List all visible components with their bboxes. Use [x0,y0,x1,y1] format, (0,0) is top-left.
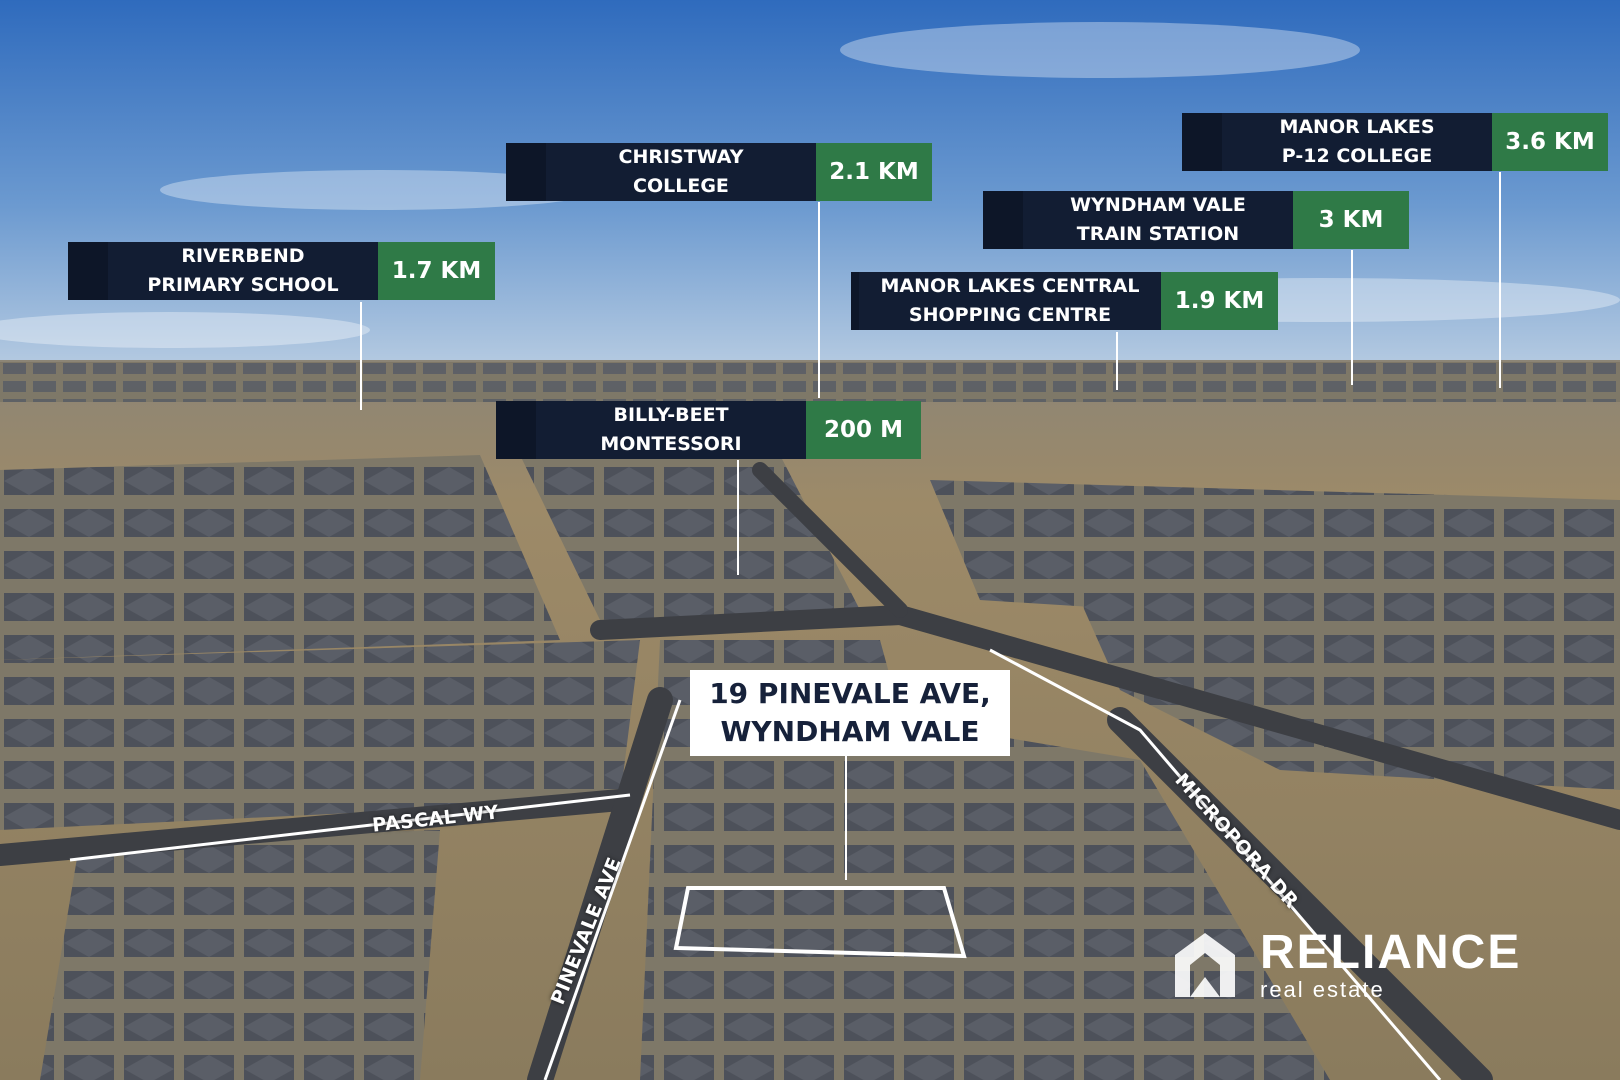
poi-name-line1: MANOR LAKES [1279,116,1435,138]
poi-name-line2: PRIMARY SCHOOL [147,274,339,296]
poi-name: BILLY-BEET MONTESSORI [496,401,806,459]
poi-name-line1: WYNDHAM VALE [1070,194,1246,216]
poi-distance: 3 KM [1293,191,1409,249]
poi-name-line1: BILLY-BEET [613,404,729,426]
road-edges [69,648,1442,1080]
property-outline [673,886,967,959]
poi-wyndham-vale-train-station: WYNDHAM VALE TRAIN STATION 3 KM [983,191,1409,249]
address-line1: 19 PINEVALE AVE, [709,677,991,710]
poi-name: WYNDHAM VALE TRAIN STATION [983,191,1293,249]
poi-name-line2: COLLEGE [633,175,729,197]
poi-name-line2: TRAIN STATION [1076,223,1240,245]
roads [0,462,1620,1080]
poi-distance: 1.7 KM [378,242,495,300]
clouds [0,22,1620,348]
poi-name-line2: P-12 COLLEGE [1281,145,1433,167]
poi-name: MANOR LAKES P-12 COLLEGE [1182,113,1492,171]
logo-tagline: real estate [1260,977,1385,1002]
poi-name-line1: RIVERBEND [181,245,305,267]
callout-stems [360,172,1501,880]
house-logo-icon [1175,933,1235,997]
poi-name: RIVERBEND PRIMARY SCHOOL [68,242,378,300]
poi-name-line2: SHOPPING CENTRE [908,304,1112,326]
poi-distance: 200 M [806,401,921,459]
reliance-logo: RELIANCE real estate [1165,925,1565,1005]
poi-name-line2: MONTESSORI [600,433,742,455]
poi-name-line1: CHRISTWAY [618,146,744,168]
poi-christway-college: CHRISTWAY COLLEGE 2.1 KM [506,143,932,201]
poi-distance: 1.9 KM [1161,272,1278,330]
poi-billy-beet-montessori: BILLY-BEET MONTESSORI 200 M [496,401,921,459]
poi-distance: 3.6 KM [1492,113,1608,171]
poi-name: MANOR LAKES CENTRAL SHOPPING CENTRE [851,272,1161,330]
poi-name: CHRISTWAY COLLEGE [506,143,816,201]
horizon-suburbs [0,362,1620,402]
address-line2: WYNDHAM VALE [720,715,980,748]
poi-distance: 2.1 KM [816,143,932,201]
poi-manor-lakes-college: MANOR LAKES P-12 COLLEGE 3.6 KM [1182,113,1608,171]
poi-manor-lakes-shopping-centre: MANOR LAKES CENTRAL SHOPPING CENTRE 1.9 K… [851,272,1278,330]
property-address-label: 19 PINEVALE AVE, WYNDHAM VALE [690,670,1010,756]
poi-name-line1: MANOR LAKES CENTRAL [880,275,1140,297]
logo-name: RELIANCE [1260,926,1522,979]
poi-riverbend-primary-school: RIVERBEND PRIMARY SCHOOL 1.7 KM [68,242,495,300]
